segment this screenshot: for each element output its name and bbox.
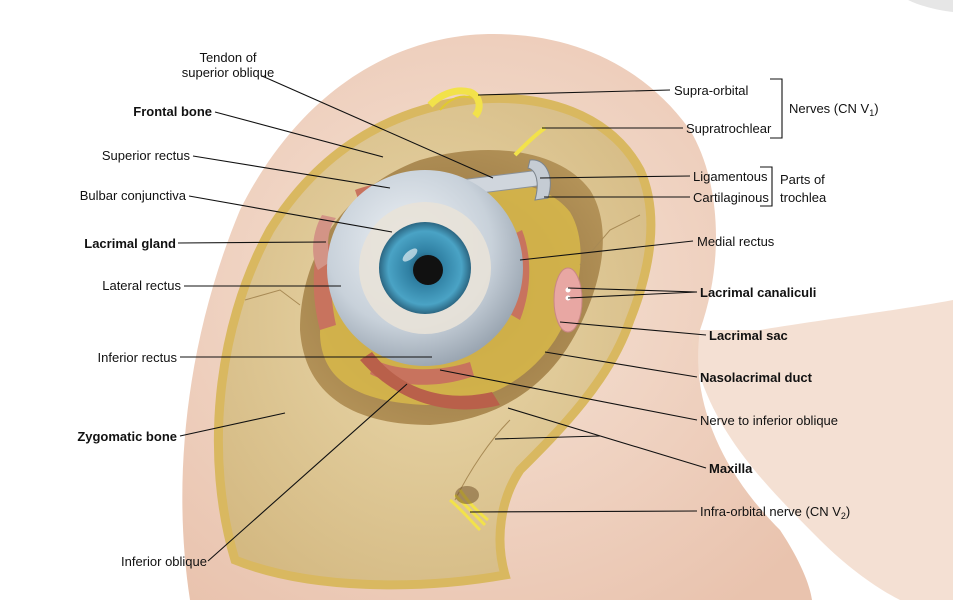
label-parts-of: Parts of (780, 172, 825, 187)
label-superior-rectus: Superior rectus (101, 148, 190, 163)
label-inferior-rectus: Inferior rectus (97, 350, 177, 365)
label-lacrimal-gland: Lacrimal gland (84, 236, 176, 251)
inferior-oblique-muscle (360, 352, 500, 410)
label-ligamentous: Ligamentous (693, 169, 768, 184)
label-infraorbital-nerve: Infra-orbital nerve (CN V2) (700, 504, 850, 524)
label-nerves-cn-v1: Nerves (CN V1) (789, 101, 879, 121)
label-trochlea: trochlea (780, 190, 827, 205)
label-maxilla: Maxilla (709, 461, 753, 476)
label-inferior-oblique: Inferior oblique (121, 554, 207, 569)
label-lacrimal-sac: Lacrimal sac (709, 328, 788, 343)
label-nerves-text: Nerves (CN V (789, 101, 870, 116)
label-lateral-rectus: Lateral rectus (102, 278, 181, 293)
label-lacrimal-canaliculi: Lacrimal canaliculi (700, 285, 817, 300)
label-nerves-subscript: 1 (869, 108, 875, 118)
label-cartilaginous: Cartilaginous (693, 190, 769, 205)
supraorbital-nerve (427, 87, 483, 119)
label-medial-rectus: Medial rectus (697, 234, 775, 249)
label-nasolacrimal-duct: Nasolacrimal duct (700, 370, 812, 385)
label-parts-of-trochlea: Parts of trochlea (780, 172, 826, 205)
label-zygomatic-bone: Zygomatic bone (77, 429, 177, 444)
leader-lines (177, 75, 783, 562)
label-infraorbital-text: Infra-orbital nerve (CN V (700, 504, 841, 519)
label-supratrochlear: Supratrochlear (686, 121, 772, 136)
label-nerve-to-inferior-oblique: Nerve to inferior oblique (700, 413, 839, 428)
trochlea-cartilage (527, 159, 551, 201)
nose-shadow (690, 300, 953, 600)
label-frontal-bone: Frontal bone (133, 104, 212, 119)
label-bulbar-conjunctiva: Bulbar conjunctiva (79, 188, 186, 203)
label-tendon-line-2: superior oblique (181, 65, 275, 80)
label-tendon-superior-oblique: Tendon of superior oblique (150, 50, 306, 80)
label-tendon-line-1: Tendon of (199, 50, 257, 65)
label-infraorbital-close: ) (845, 504, 851, 519)
supratrochlear-nerve (513, 126, 547, 157)
label-infraorbital-subscript: 2 (840, 511, 846, 521)
label-nerves-close: ) (874, 101, 879, 116)
label-supra-orbital: Supra-orbital (674, 83, 749, 98)
pupil (413, 255, 443, 285)
